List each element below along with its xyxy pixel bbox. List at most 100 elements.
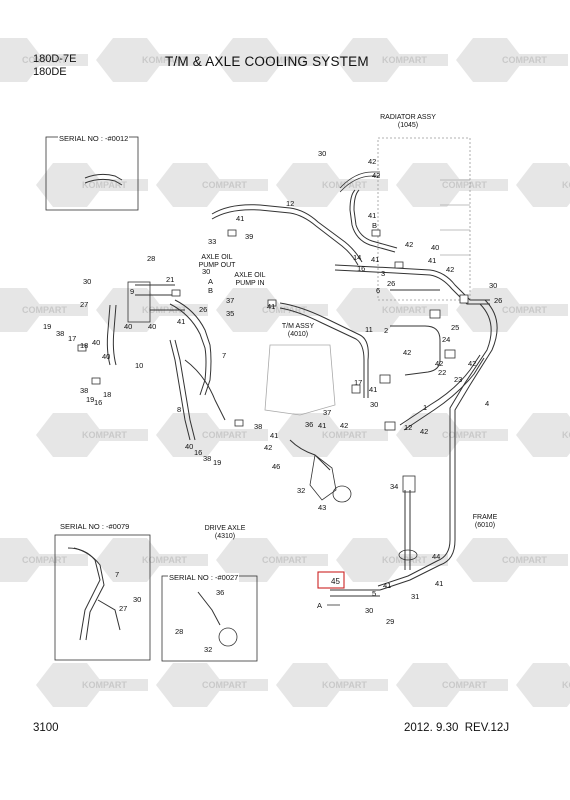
svg-text:COMPART: COMPART: [22, 555, 67, 565]
watermark-tile: COMPART: [156, 663, 268, 707]
part-callout-40: 40: [148, 322, 157, 331]
watermark-tile: COMPART: [0, 288, 88, 332]
watermark-tile: KOMPART: [516, 663, 570, 707]
watermark-tile: COMPART: [216, 538, 328, 582]
part-callout-42: 42: [340, 421, 349, 430]
serial-label-0079: SERIAL NO : -#0079: [60, 522, 130, 531]
tm-assy-outline: [264, 344, 336, 416]
elbow-32: [309, 454, 337, 501]
pipe-2: [390, 325, 441, 376]
part-callout-42: 42: [264, 443, 273, 452]
part-callout-32: 32: [204, 645, 213, 654]
part-callout-10: 10: [135, 361, 144, 370]
ref-letter-a: A: [208, 277, 214, 286]
part-callout-26: 26: [387, 279, 396, 288]
pipe-12: [211, 204, 363, 263]
pipe-7: [174, 299, 212, 396]
part-callout-29: 29: [386, 617, 395, 626]
part-callout-41: 41: [270, 431, 279, 440]
part-callout-42: 42: [468, 359, 477, 368]
part-callout-4: 4: [485, 399, 490, 408]
watermark-tile: KOMPART: [276, 163, 388, 207]
part-callout-35: 35: [226, 309, 235, 318]
watermark-tile: KOMPART: [276, 413, 388, 457]
svg-text:COMPART: COMPART: [22, 55, 67, 65]
page-number: 3100: [33, 722, 59, 734]
part-callout-36: 36: [305, 420, 314, 429]
svg-text:COMPART: COMPART: [202, 180, 247, 190]
part-callout-18: 18: [103, 390, 112, 399]
svg-text:KOMPART: KOMPART: [562, 430, 570, 440]
part-callout-27: 27: [80, 300, 89, 309]
svg-text:KOMPART: KOMPART: [322, 680, 367, 690]
tm-assy-label: T/M ASSY (4010): [281, 323, 315, 338]
watermark-tile: KOMPART: [36, 413, 148, 457]
serial-label-0027: SERIAL NO : -#0027: [168, 573, 240, 582]
part-callout-41: 41: [369, 385, 378, 394]
watermark-tile: COMPART: [156, 413, 268, 457]
page-title: T/M & AXLE COOLING SYSTEM: [165, 54, 369, 69]
part-callout-31: 31: [411, 592, 420, 601]
svg-text:KOMPART: KOMPART: [82, 680, 127, 690]
part-callout-1: 1: [423, 403, 428, 412]
part-callout-37: 37: [323, 408, 332, 417]
svg-text:KOMPART: KOMPART: [562, 180, 570, 190]
svg-text:KOMPART: KOMPART: [322, 430, 367, 440]
o-ring-43: [332, 485, 352, 503]
part-callout-41: 41: [428, 256, 437, 265]
watermark-tile: COMPART: [396, 663, 508, 707]
part-callout-2: 2: [384, 326, 389, 335]
watermark-tile: KOMPART: [96, 38, 208, 82]
drive-axle-label: DRIVE AXLE (4310): [204, 525, 246, 540]
part-callout-3: 3: [381, 269, 386, 278]
svg-text:KOMPART: KOMPART: [322, 180, 367, 190]
part-callout-37: 37: [226, 296, 235, 305]
part-callout-38: 38: [80, 386, 89, 395]
part-callout-42: 42: [405, 240, 414, 249]
ref-letter-b: B: [208, 286, 214, 295]
axle-oil-pump-out-label: AXLE OIL PUMP OUT: [198, 254, 236, 269]
part-callout-30: 30: [133, 595, 142, 604]
part-callout-30: 30: [370, 400, 379, 409]
pipe-11: [279, 302, 369, 398]
radiator-outline: [377, 137, 471, 301]
svg-text:KOMPART: KOMPART: [82, 180, 127, 190]
axle-oil-pump-in-label: AXLE OIL PUMP IN: [234, 272, 266, 287]
watermark-tile: KOMPART: [36, 163, 148, 207]
part-callout-30: 30: [83, 277, 92, 286]
part-callout-11: 11: [365, 325, 373, 334]
part-callout-38: 38: [254, 422, 263, 431]
part-callout-41: 41: [177, 317, 186, 326]
part-callout-46: 46: [272, 462, 281, 471]
watermark-tile: COMPART: [396, 163, 508, 207]
svg-text:COMPART: COMPART: [502, 305, 547, 315]
part-callout-36: 36: [216, 588, 225, 597]
part-callout-7: 7: [222, 351, 227, 360]
part-callout-26: 26: [199, 305, 208, 314]
watermark-tile: COMPART: [456, 288, 568, 332]
part-callout-42: 42: [372, 171, 381, 180]
part-callout-39: 39: [245, 232, 254, 241]
highlight-box-45: [317, 571, 345, 589]
part-callout-40: 40: [102, 352, 111, 361]
part-callout-41: 41: [318, 421, 327, 430]
part-callout-44: 44: [432, 552, 441, 561]
ref-letter-a: A: [317, 601, 323, 610]
part-callout-30: 30: [202, 267, 211, 276]
part-callout-8: 8: [177, 405, 182, 414]
part-callout-41: 41: [267, 302, 276, 311]
part-callout-45: 45: [331, 577, 340, 586]
part-callout-34: 34: [390, 482, 399, 491]
part-callout-42: 42: [446, 265, 455, 274]
watermark-tile: COMPART: [456, 38, 568, 82]
watermark-tile: KOMPART: [276, 663, 388, 707]
watermark-tile: COMPART: [156, 163, 268, 207]
flange-32-inset: [218, 627, 238, 647]
part-callout-42: 42: [368, 157, 377, 166]
part-callout-19: 19: [43, 322, 52, 331]
part-callout-40: 40: [431, 243, 440, 252]
model-line-1: 180D-7E: [33, 53, 77, 65]
radiator-assy-label: RADIATOR ASSY (1045): [380, 114, 436, 129]
part-callout-41: 41: [368, 211, 377, 220]
part-callout-30: 30: [365, 606, 374, 615]
